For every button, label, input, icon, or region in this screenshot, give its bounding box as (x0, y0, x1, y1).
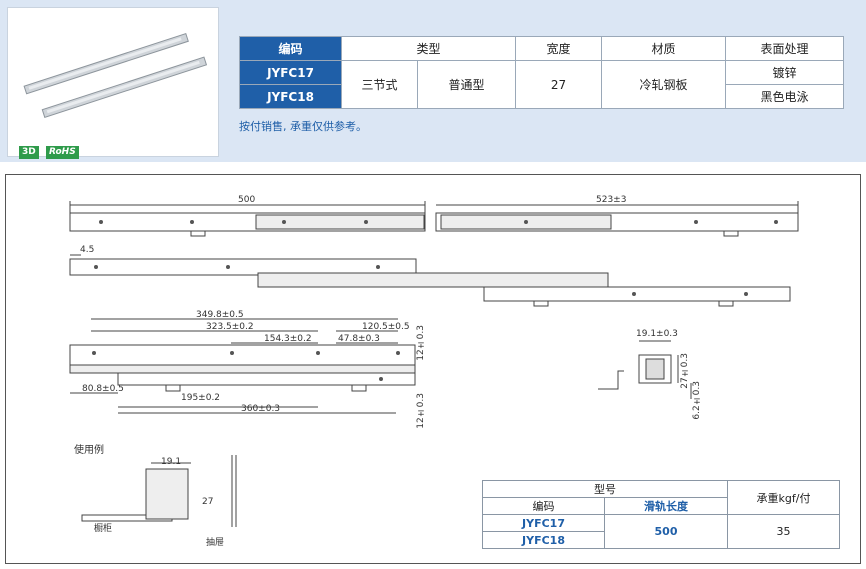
model-header: 型号 (482, 480, 728, 498)
dim-12-top: 12±0.3 (416, 325, 426, 361)
dim-27: 27±0.3 (680, 353, 690, 389)
dim-19-1: 19.1±0.3 (636, 329, 678, 339)
load-value-cell: 35 (727, 514, 840, 549)
surface-cell: 黑色电泳 (725, 84, 844, 109)
width-cell: 27 (515, 60, 602, 109)
code-header: 编码 (482, 497, 605, 515)
dim-47-8: 47.8±0.3 (338, 334, 380, 344)
dim-500: 500 (238, 195, 256, 205)
code-cell: JYFC18 (239, 84, 342, 109)
dim-360: 360±0.3 (241, 404, 281, 414)
dim-120-5: 120.5±0.5 (362, 322, 410, 332)
spec-table: 编码 类型 宽度 材质 表面处理 JYFC17 三节式 普通型 27 冷轧钢板 … (239, 36, 844, 109)
surface-cell: 镀锌 (725, 60, 844, 85)
header-material: 材质 (601, 36, 726, 61)
load-code-cell: JYFC17 (482, 514, 605, 532)
load-code-cell: JYFC18 (482, 531, 605, 549)
dim-349-8: 349.8±0.5 (196, 310, 244, 320)
material-cell: 冷轧钢板 (601, 60, 726, 109)
dim-4-5: 4.5 (80, 245, 95, 255)
type-a-cell: 三节式 (341, 60, 418, 109)
type-b-cell: 普通型 (417, 60, 516, 109)
code-cell: JYFC17 (239, 60, 342, 85)
dim-195: 195±0.2 (181, 393, 221, 403)
header-code: 编码 (239, 36, 342, 61)
dim-523: 523±3 (596, 195, 627, 205)
dim-12-bottom: 12±0.3 (416, 393, 426, 429)
product-photo: 3D RoHS (7, 7, 219, 159)
example-19-1: 19.1 (161, 457, 182, 467)
length-value-cell: 500 (604, 514, 728, 549)
dim-80-8: 80.8±0.5 (82, 384, 124, 394)
sales-note: 按付销售, 承重仅供参考。 (239, 120, 367, 133)
3d-badge: 3D (19, 146, 39, 159)
length-header: 滑轨长度 (604, 497, 728, 515)
drawer-label: 抽屉 (206, 538, 225, 548)
dim-154-3: 154.3±0.2 (264, 334, 312, 344)
header-surface: 表面处理 (725, 36, 844, 61)
slide-rail-image (23, 33, 208, 118)
header-width: 宽度 (515, 36, 602, 61)
load-table: 型号 承重kgf/付 编码 滑轨长度 JYFC17 500 35 JYFC18 (482, 480, 840, 549)
example-27: 27 (202, 497, 214, 507)
dim-323-5: 323.5±0.2 (206, 322, 254, 332)
load-header: 承重kgf/付 (727, 480, 840, 515)
technical-drawing (69, 201, 799, 527)
dim-6-2: 6.2±0.3 (692, 381, 702, 420)
cabinet-label: 橱柜 (94, 524, 113, 534)
rohs-badge: RoHS (46, 146, 79, 159)
header-type: 类型 (341, 36, 516, 61)
example-title: 使用例 (74, 445, 104, 456)
